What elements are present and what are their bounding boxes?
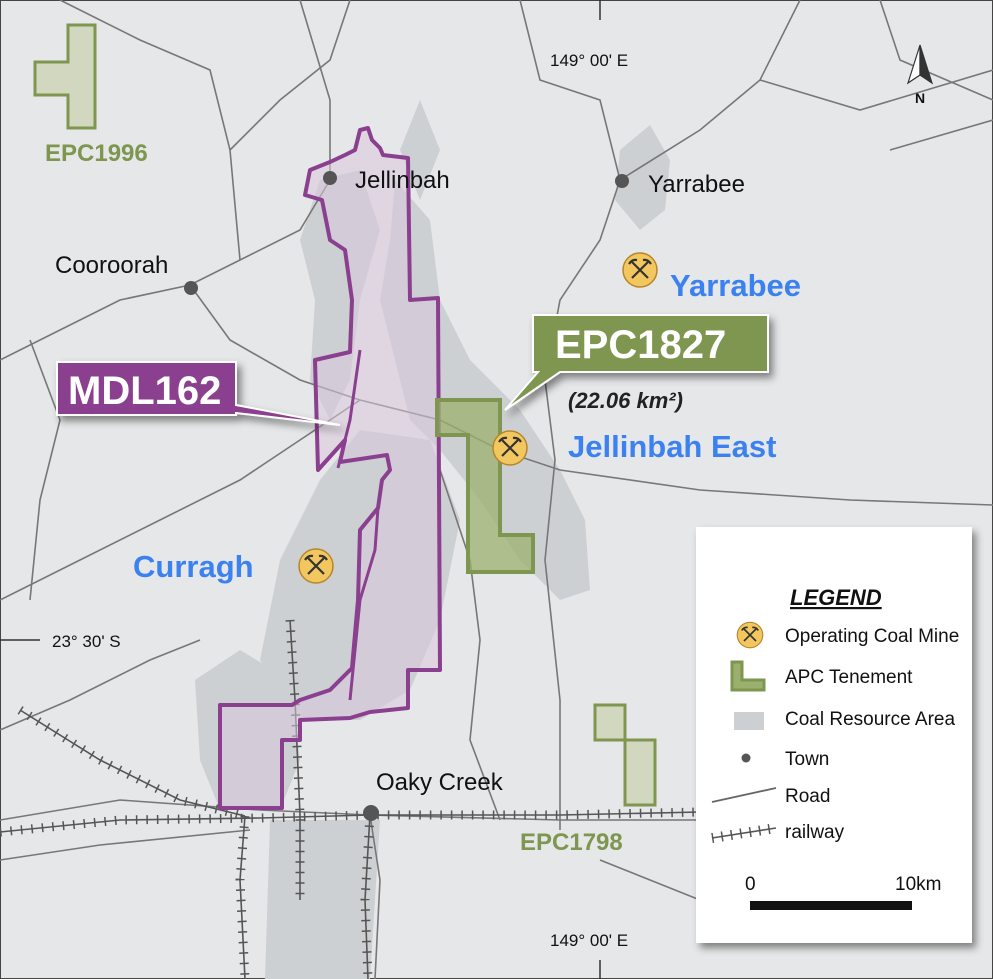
epc1798-tenement — [593, 703, 657, 807]
north-arrow: N — [906, 44, 934, 106]
scale-label-start: 0 — [745, 874, 756, 895]
mdl162-boundary — [218, 126, 442, 810]
latitude-label: 23° 30' S — [52, 632, 121, 651]
tenement-icon — [730, 660, 766, 692]
legend-item-railway: railway — [785, 822, 845, 843]
town-dot-yarrabee — [615, 174, 629, 188]
epc1996-tenement — [33, 23, 97, 130]
town-dots — [184, 171, 629, 821]
legend-item-operating-coal-mine: Operating Coal Mine — [785, 626, 959, 647]
railway-line-icon — [711, 823, 777, 843]
town-label-cooroorah: Cooroorah — [55, 252, 168, 279]
legend-item-apc-tenement: APC Tenement — [785, 667, 913, 688]
graticule-ticks — [0, 0, 601, 979]
legend-title: LEGEND — [790, 585, 882, 610]
mine-label-yarrabee: Yarrabee — [670, 268, 801, 303]
coal-mine-icon — [736, 621, 764, 649]
coal-mine-icon-yarrabee — [621, 251, 659, 289]
tenement-label-epc1996: EPC1996 — [45, 140, 148, 167]
mdl162-callout: MDL162 — [56, 361, 341, 426]
town-dot-oaky-creek — [363, 805, 379, 821]
tenement-label-epc1798: EPC1798 — [520, 829, 623, 856]
railways — [0, 619, 701, 979]
mdl162-inner-line — [336, 349, 380, 701]
town-dot-icon — [741, 753, 751, 763]
mine-label-curragh: Curragh — [133, 549, 254, 584]
epc1827-area-label: (22.06 km²) — [568, 388, 683, 413]
longitude-label-top: 149° 00' E — [550, 51, 628, 70]
town-label-oaky-creek: Oaky Creek — [376, 769, 504, 796]
town-dot-jellinbah — [323, 171, 337, 185]
scale-bar — [750, 901, 912, 910]
longitude-label-bottom: 149° 00' E — [550, 931, 628, 950]
road-line-icon — [711, 787, 777, 803]
coal-mine-icon-jellinbah-east — [491, 429, 529, 467]
scale-label-end: 10km — [895, 874, 941, 895]
north-label: N — [915, 90, 925, 106]
mdl162-callout-label: MDL162 — [68, 369, 221, 413]
town-label-yarrabee: Yarrabee — [648, 171, 745, 198]
legend-item-road: Road — [785, 786, 830, 807]
mine-label-jellinbah-east: Jellinbah East — [568, 429, 776, 464]
coal-mine-icon-curragh — [297, 547, 335, 585]
epc1827-callout: EPC1827 — [504, 314, 769, 411]
epc1827-callout-label: EPC1827 — [555, 323, 726, 367]
legend-item-town: Town — [785, 749, 829, 770]
town-label-jellinbah: Jellinbah — [355, 167, 450, 194]
legend: LEGEND Operating Coal Mine APC Tenement … — [696, 527, 972, 943]
coal-resource-icon — [734, 712, 764, 730]
legend-box — [696, 527, 972, 943]
town-dot-cooroorah — [184, 281, 198, 295]
legend-item-coal-resource-area: Coal Resource Area — [785, 709, 955, 730]
